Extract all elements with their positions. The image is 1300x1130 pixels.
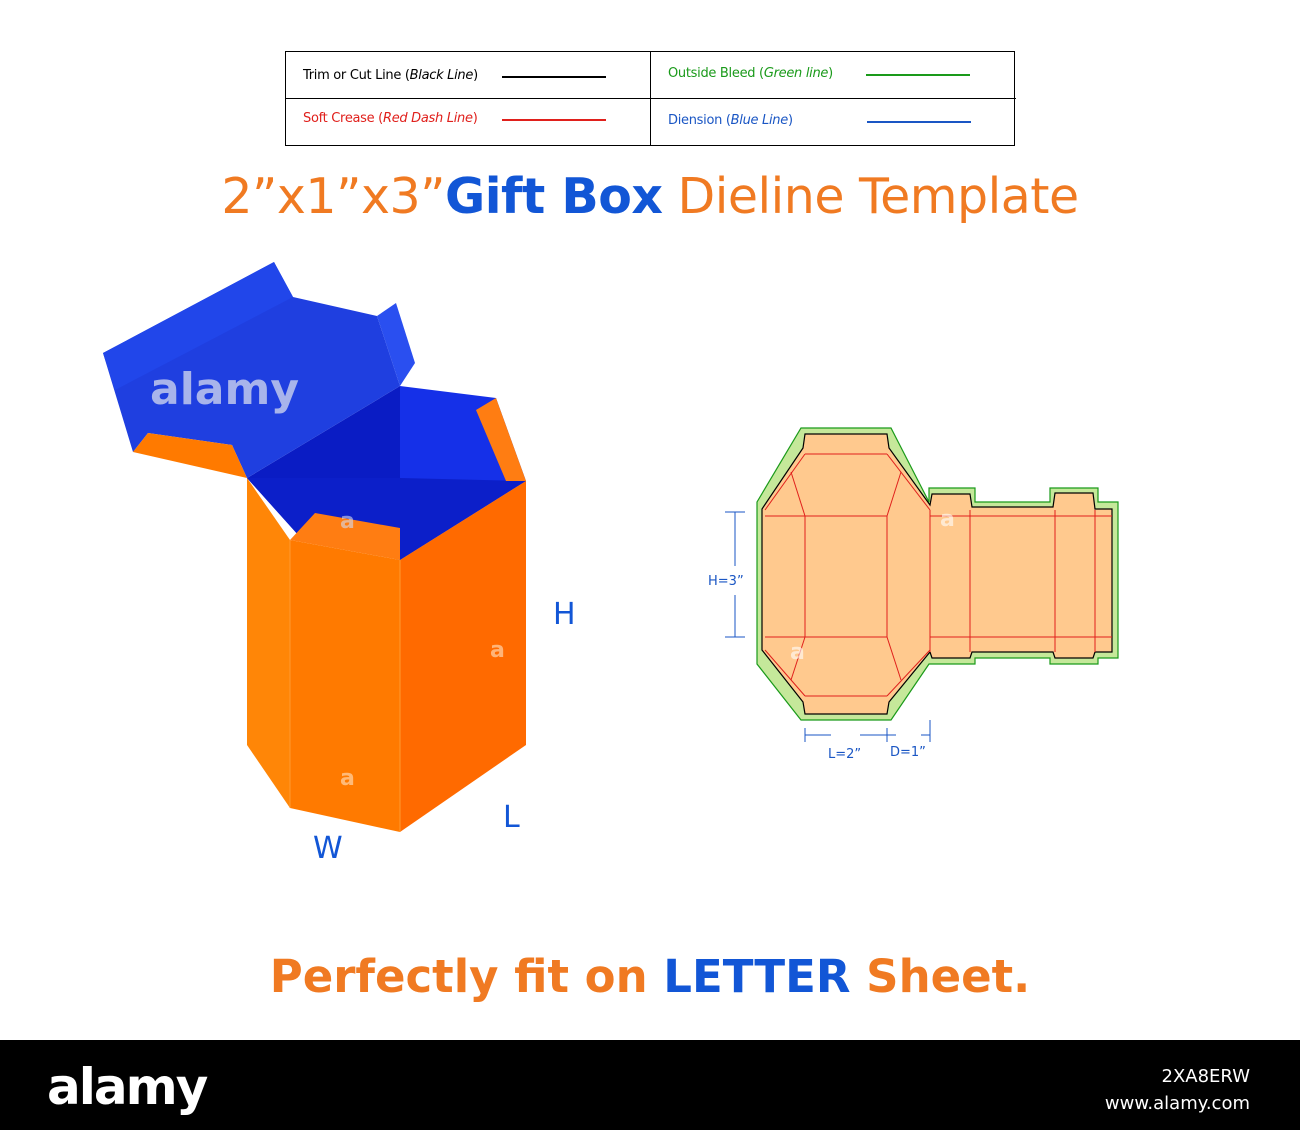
dieline-dimensions — [725, 511, 931, 742]
banner-site: www.alamy.com — [1104, 1093, 1250, 1114]
box-front-dust-flap — [290, 513, 400, 560]
dieline-depth-label: D=1” — [890, 745, 926, 760]
legend-dimension-swatch — [867, 121, 971, 123]
watermark-a-3: a — [340, 766, 355, 791]
title-rest: Dieline Template — [662, 168, 1080, 225]
legend-crease-label: Soft Crease ( — [303, 111, 383, 126]
title-product: Gift Box — [445, 168, 663, 225]
legend-dimension: Diension (Blue Line) — [651, 99, 1016, 146]
legend-trim-close: ) — [473, 68, 478, 83]
banner-image-id: 2XA8ERW — [1161, 1066, 1251, 1087]
label-width: W — [313, 831, 343, 866]
legend-dimension-close: ) — [787, 113, 793, 128]
legend-crease-swatch — [502, 119, 606, 121]
dieline-watermark-2: a — [790, 640, 805, 665]
legend-bleed-close: ) — [828, 66, 833, 81]
watermark-alamy: alamy — [150, 364, 299, 415]
dieline-height-label: H=3” — [708, 574, 744, 589]
legend-bleed-italic: Green line — [763, 66, 829, 81]
legend-bleed: Outside Bleed (Green line) — [651, 52, 1016, 99]
label-height: H — [553, 597, 576, 632]
legend-crease-close: ) — [472, 111, 478, 126]
box-right-wall — [400, 481, 526, 832]
banner-info: 2XA8ERW www.alamy.com — [1105, 1063, 1250, 1117]
fit-note-pre: Perfectly fit on — [269, 950, 664, 1003]
dieline-watermark-1: a — [940, 507, 955, 532]
box-left-wall — [247, 478, 290, 808]
dieline-length-label: L=2” — [828, 747, 861, 762]
dieline: a a H=3” L=2” D=1” — [708, 427, 1119, 762]
dieline-creases — [764, 453, 1112, 697]
legend-crease-italic: Red Dash Line — [382, 111, 473, 126]
legend-crease: Soft Crease (Red Dash Line) — [286, 99, 651, 146]
legend-bleed-label: Outside Bleed ( — [668, 66, 764, 81]
dieline-cut-outline — [761, 433, 1113, 715]
legend-bleed-swatch — [866, 74, 970, 76]
fit-note: Perfectly fit on LETTER Sheet. — [0, 950, 1300, 1003]
legend-trim: Trim or Cut Line (Black Line) — [286, 52, 651, 99]
fit-note-highlight: LETTER — [663, 950, 851, 1003]
legend-trim-label: Trim or Cut Line ( — [303, 68, 410, 83]
label-length: L — [503, 800, 520, 835]
box-lid-tuck-flap — [133, 433, 247, 478]
box-lid-side-flap — [377, 303, 415, 386]
legend-dimension-label: Diension ( — [668, 113, 731, 128]
watermark-a-1: a — [340, 509, 355, 534]
title-dims: 2”x1”x3” — [221, 168, 446, 225]
page-title: 2”x1”x3”Gift Box Dieline Template — [0, 168, 1300, 225]
line-legend: Trim or Cut Line (Black Line) Outside Bl… — [285, 51, 1016, 146]
fit-note-post: Sheet. — [850, 950, 1031, 1003]
banner-logo: alamy — [47, 1058, 208, 1116]
stock-banner: alamy 2XA8ERW www.alamy.com — [0, 1040, 1300, 1130]
watermark-a-2: a — [490, 638, 505, 663]
legend-trim-italic: Black Line — [409, 68, 474, 83]
box-lid-top-flap — [103, 262, 293, 390]
illustration: alamy a a a H L W — [103, 262, 1119, 866]
box-front-wall — [290, 540, 400, 832]
box-right-dust-flap — [476, 398, 526, 481]
legend-trim-swatch — [502, 76, 606, 78]
box-3d: alamy a a a H L W — [103, 262, 576, 866]
legend-dimension-italic: Blue Line — [730, 113, 789, 128]
